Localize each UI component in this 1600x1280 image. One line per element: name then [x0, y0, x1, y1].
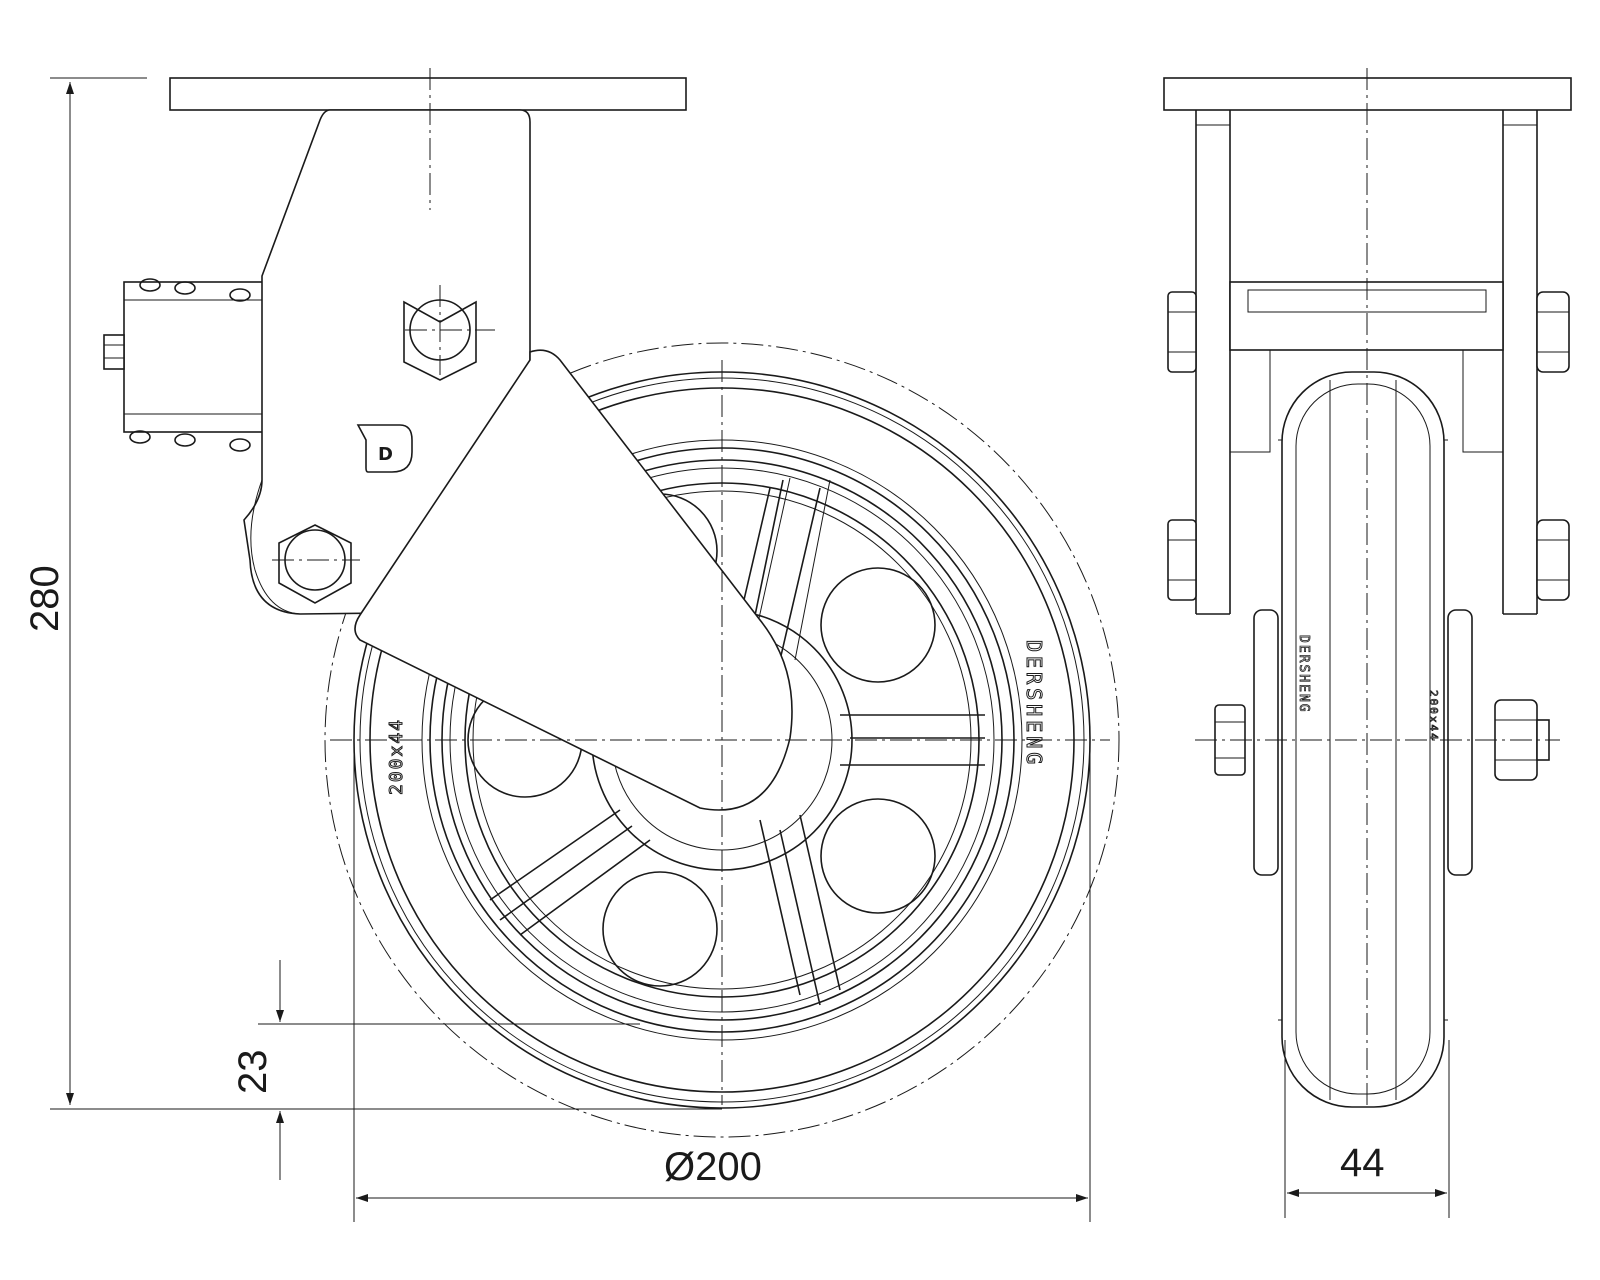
brand-logo-icon: D — [356, 424, 413, 473]
offset-dimension-label: 23 — [231, 1050, 275, 1095]
height-dimension-label: 280 — [23, 565, 67, 632]
dimensions: 280 23 Ø200 44 — [23, 77, 1450, 1222]
rim-spokes — [489, 477, 985, 1006]
side-view: DERSHENG 200x44 — [103, 68, 1119, 1137]
svg-text:D: D — [378, 444, 393, 465]
width-dimension-label: 44 — [1340, 1141, 1385, 1185]
tyre-size-front: 200x44 — [1427, 690, 1440, 742]
tyre-size-side: 200x44 — [386, 718, 407, 795]
brake-pedal — [103, 278, 265, 452]
fork-arm — [354, 349, 793, 811]
tyre-brand-front: DERSHENG — [1296, 635, 1311, 714]
front-view: DERSHENG 200x44 — [1163, 68, 1572, 1108]
swivel-radius-line — [325, 343, 1119, 1137]
top-plate-side — [169, 77, 687, 111]
side-nuts — [1167, 291, 1570, 781]
tyre-brand-side: DERSHENG — [1022, 640, 1046, 768]
diameter-dimension-label: Ø200 — [664, 1145, 762, 1189]
